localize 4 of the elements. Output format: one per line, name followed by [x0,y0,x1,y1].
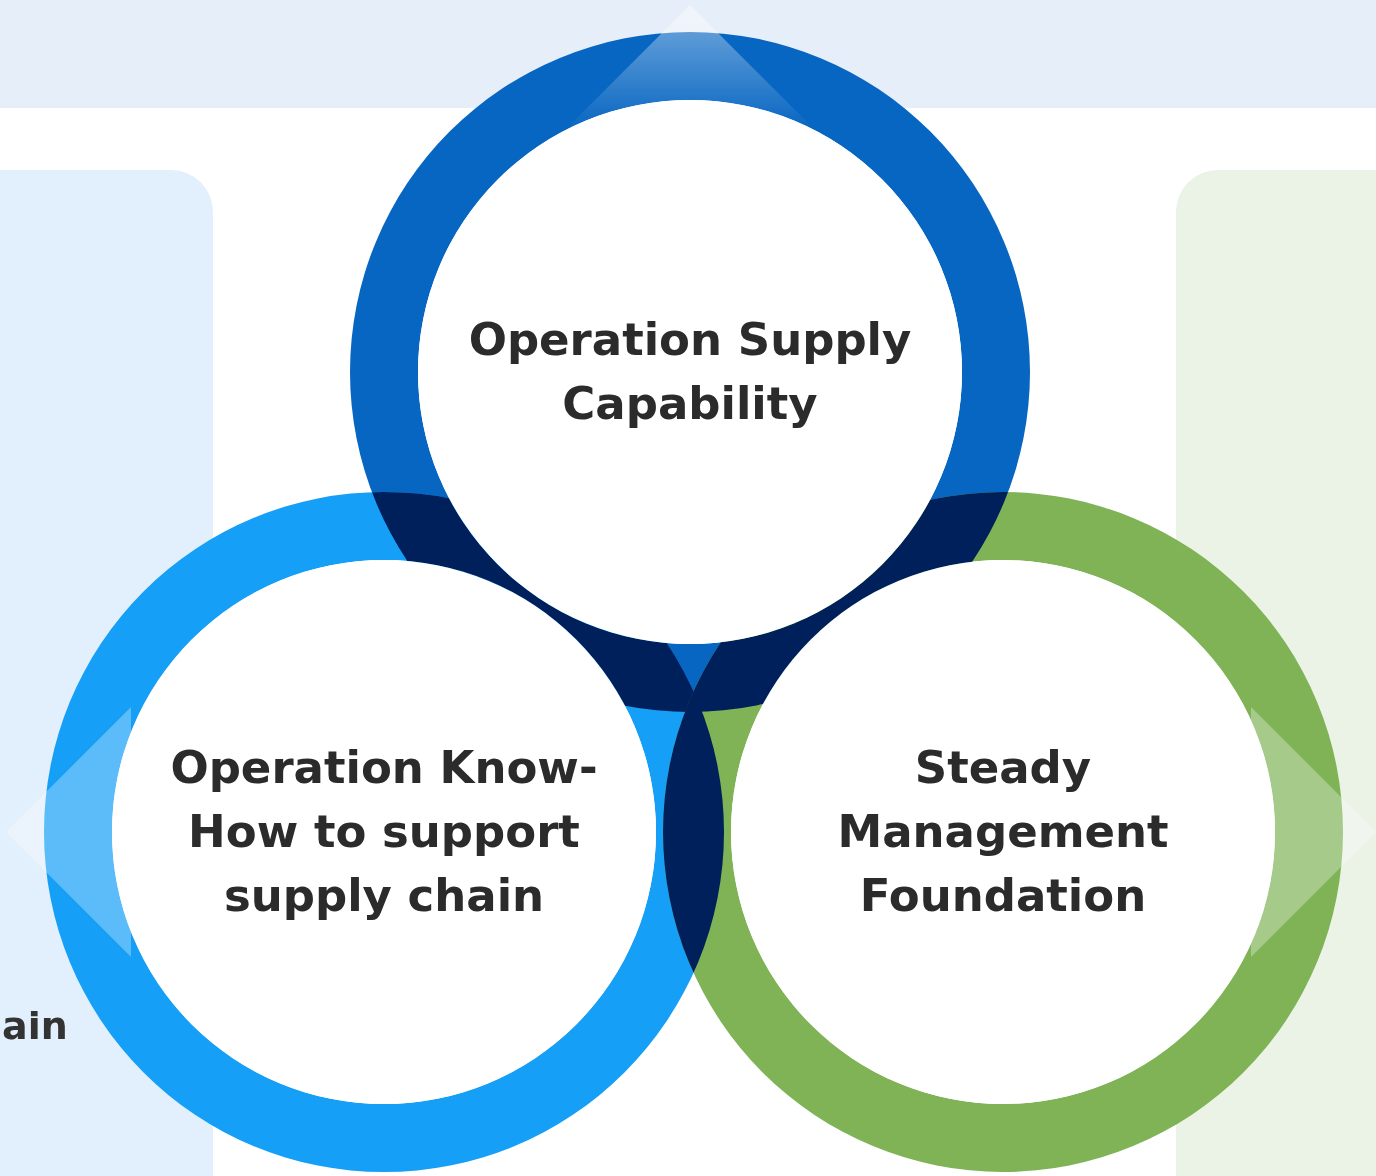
panel-text: ain [2,1004,68,1048]
circle-title: Operation Supply Capability [440,308,940,436]
circle-title: Steady Management Foundation [783,736,1223,928]
circle-title: Operation Know-How to support supply chain [134,736,634,928]
